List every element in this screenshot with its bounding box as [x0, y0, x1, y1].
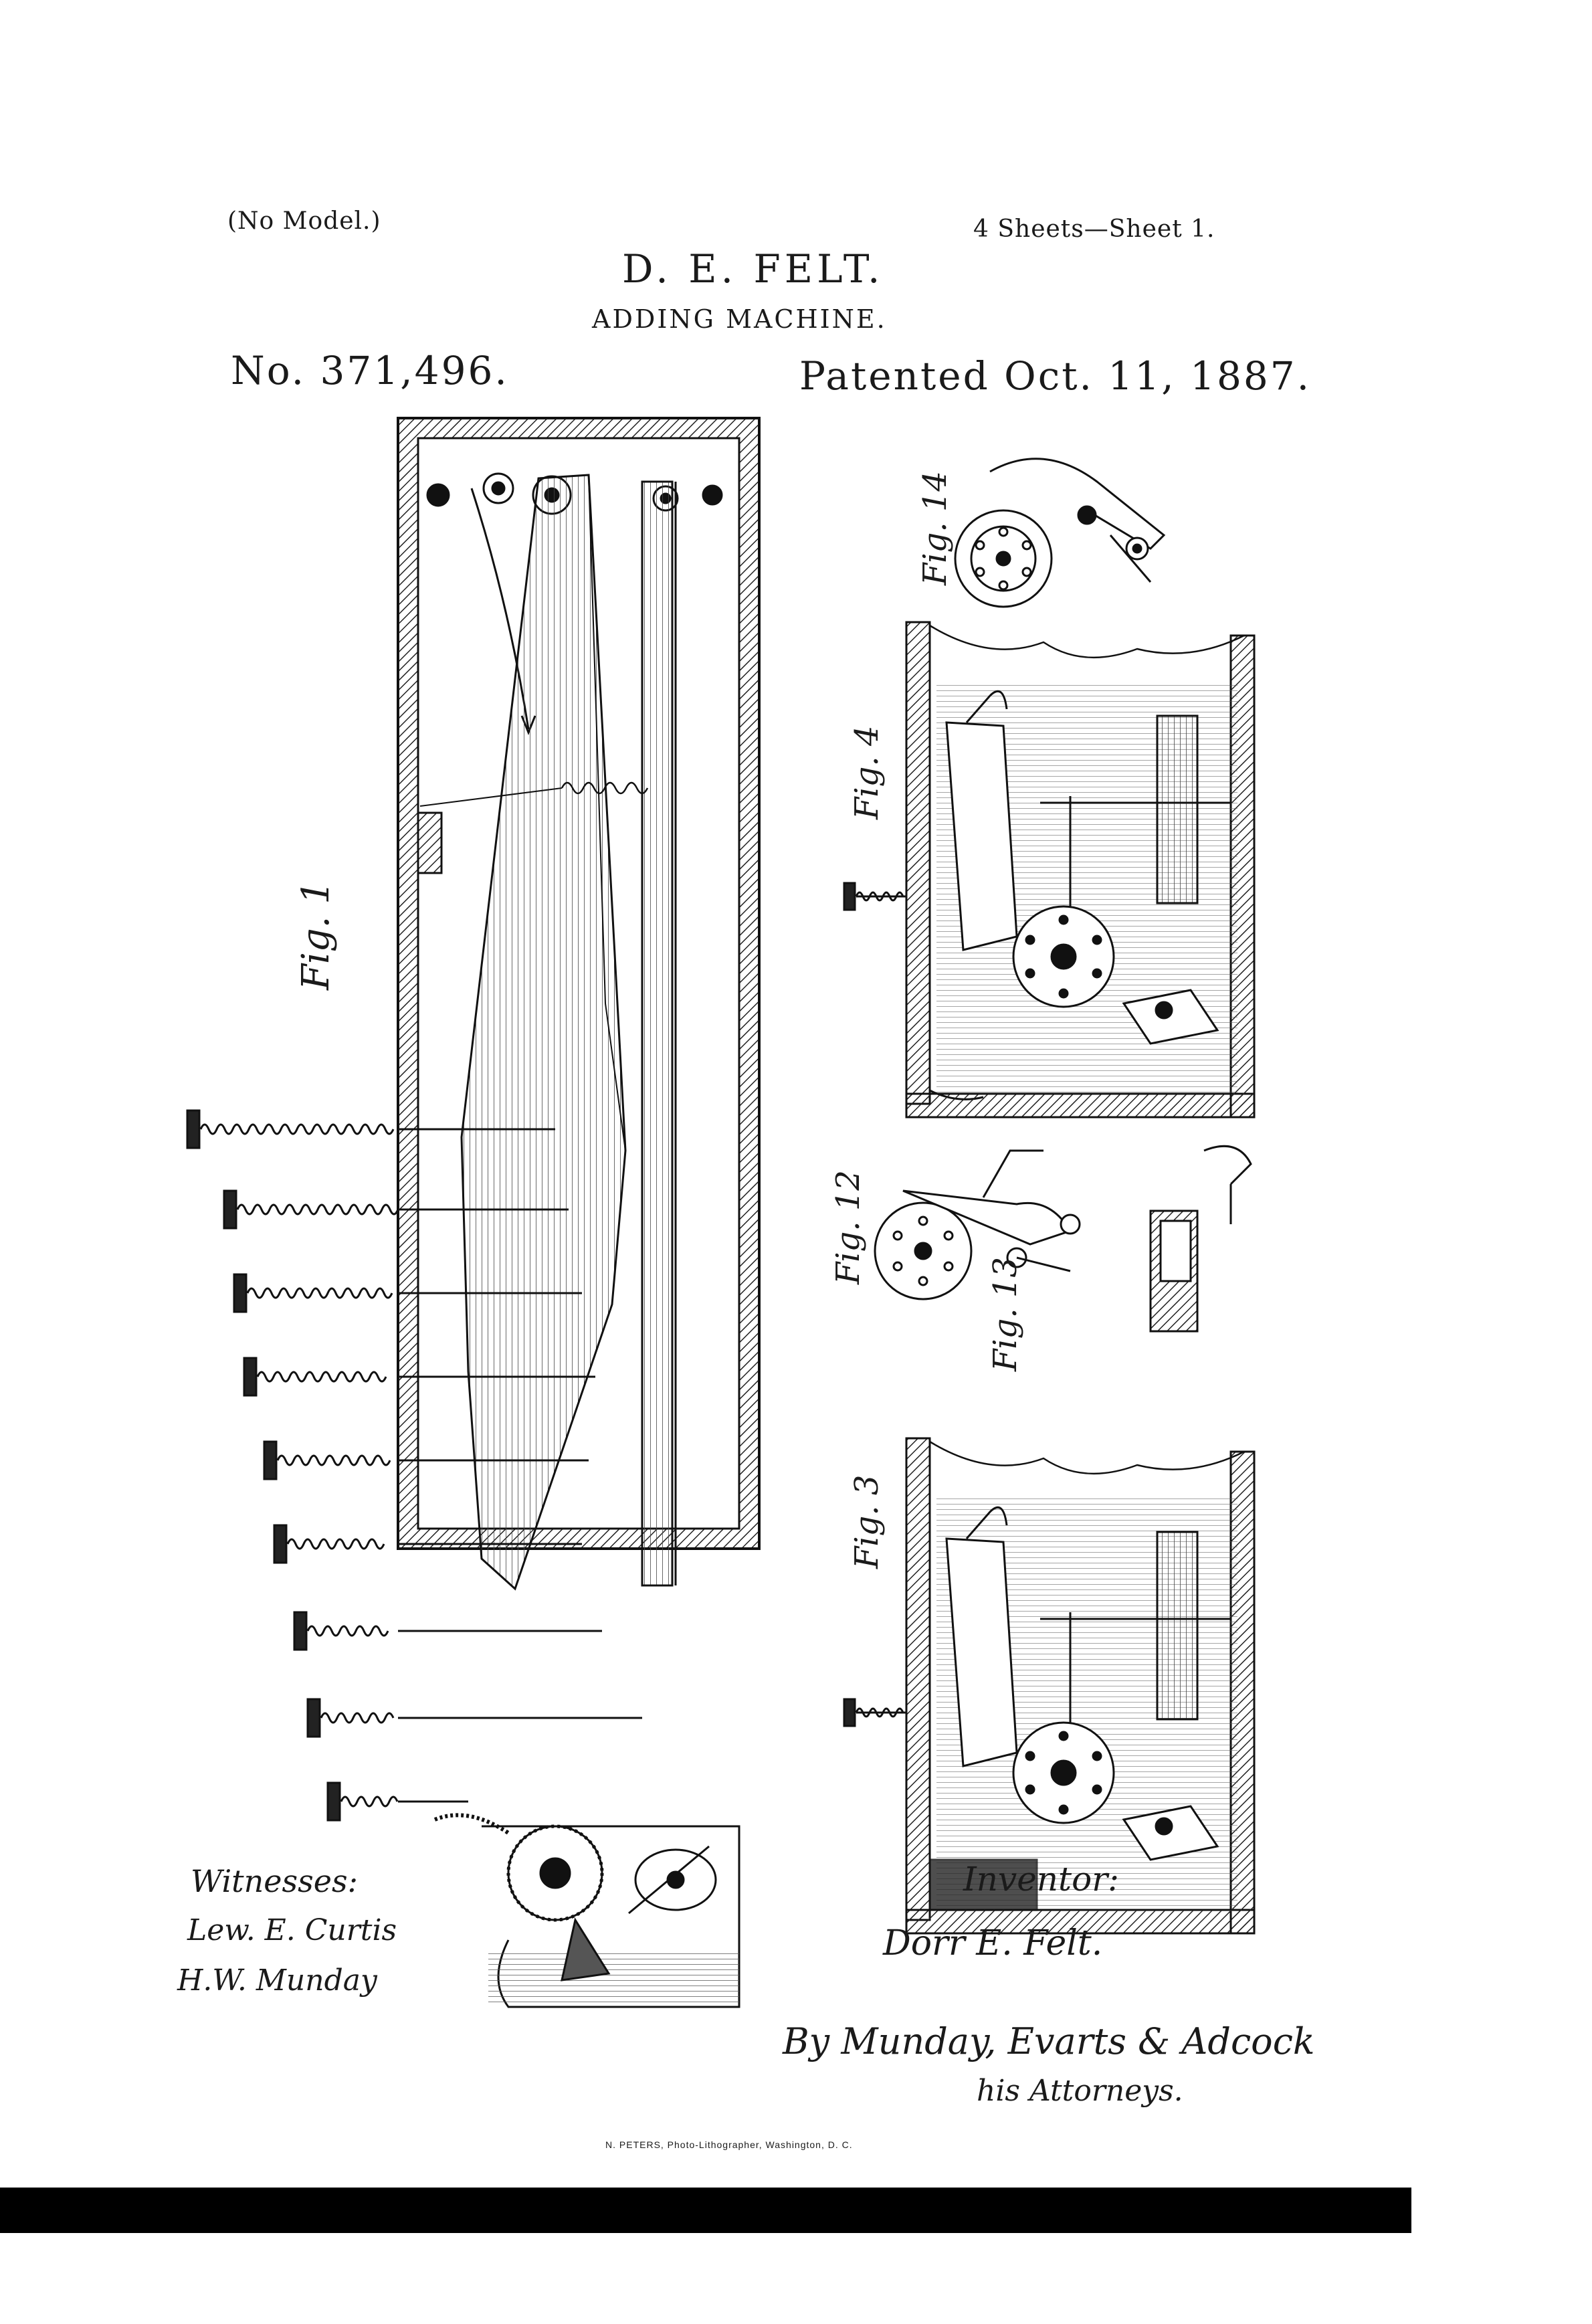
- sheet-note: 4 Sheets—Sheet 1.: [973, 215, 1215, 243]
- fig3-label: Fig. 3: [848, 1474, 886, 1569]
- fig3-drawing: [843, 1437, 1256, 1935]
- inventor-label: Inventor:: [963, 1860, 1119, 1899]
- fig13-drawing: [1149, 1145, 1252, 1333]
- witnesses-label: Witnesses:: [191, 1863, 359, 1899]
- fig12-label: Fig. 12: [829, 1170, 867, 1284]
- fig14-drawing: [954, 458, 1166, 608]
- witness-signature-2: H.W. Munday: [177, 1963, 377, 1998]
- witness-signature-1: Lew. E. Curtis: [187, 1913, 397, 1947]
- fig14-label: Fig. 14: [916, 471, 954, 585]
- model-note: (No Model.): [227, 207, 381, 235]
- fig1-label: Fig. 1: [294, 880, 338, 990]
- inventor-name-heading: D. E. FELT.: [622, 246, 884, 292]
- fig4-drawing: [843, 621, 1256, 1119]
- patent-number: No. 371,496.: [231, 348, 509, 393]
- fig4-label: Fig. 4: [848, 725, 886, 819]
- inventor-signature: Dorr E. Felt.: [883, 1923, 1103, 1963]
- fig12-drawing: [874, 1149, 1081, 1300]
- lithographer-credit: N. PETERS, Photo-Lithographer, Washingto…: [605, 2139, 853, 2150]
- fig1-drawing: [186, 417, 761, 2008]
- patented-date: Patented Oct. 11, 1887.: [799, 353, 1312, 399]
- attorneys-label: his Attorneys.: [977, 2074, 1183, 2108]
- invention-title: ADDING MACHINE.: [592, 304, 887, 334]
- attorneys-signature: By Munday, Evarts & Adcock: [783, 2020, 1315, 2062]
- fig13-label: Fig. 13: [987, 1257, 1024, 1371]
- scan-border-bar: [0, 2188, 1411, 2233]
